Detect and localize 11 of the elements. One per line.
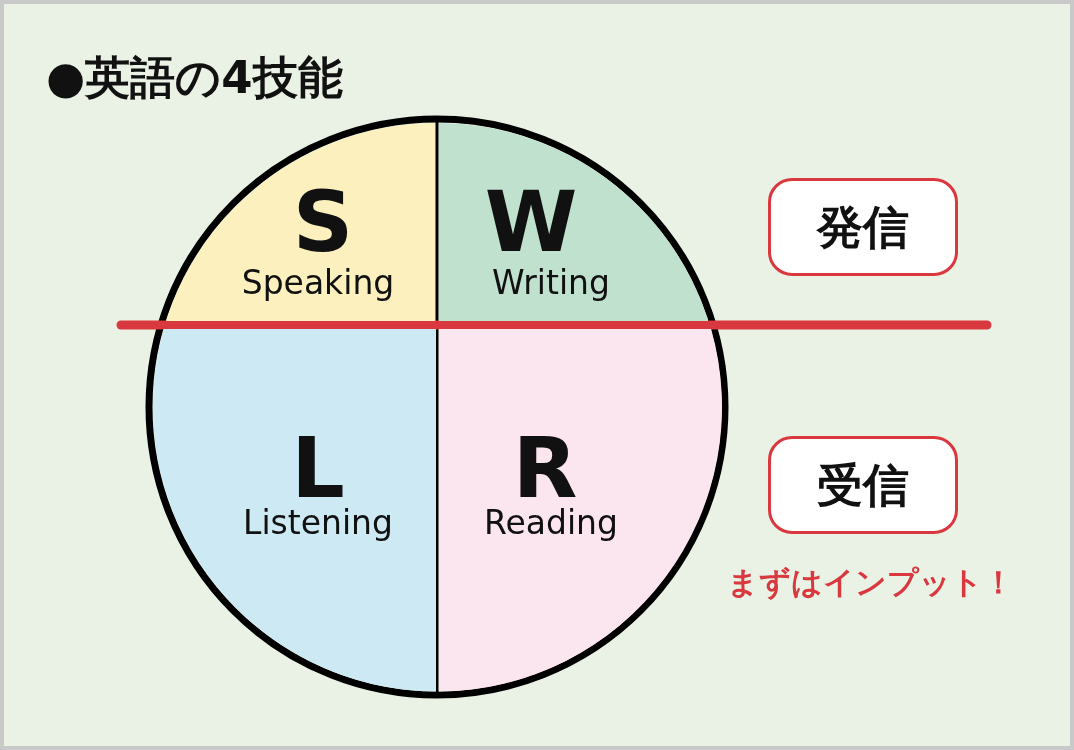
skill-name: Speaking <box>241 265 395 299</box>
skill-initial: S <box>292 180 354 264</box>
skill-name: Writing <box>492 265 610 299</box>
category-label: 発信 <box>817 204 909 250</box>
rounded-frame <box>768 178 958 276</box>
category-label: 受信 <box>817 462 909 508</box>
note-text: まずはインプット！ <box>726 566 1014 598</box>
skill-name: Reading <box>484 505 618 539</box>
diagram-title: ●英語の4技能 <box>46 55 343 100</box>
rounded-frame <box>768 436 958 534</box>
skill-initial: W <box>484 180 578 264</box>
